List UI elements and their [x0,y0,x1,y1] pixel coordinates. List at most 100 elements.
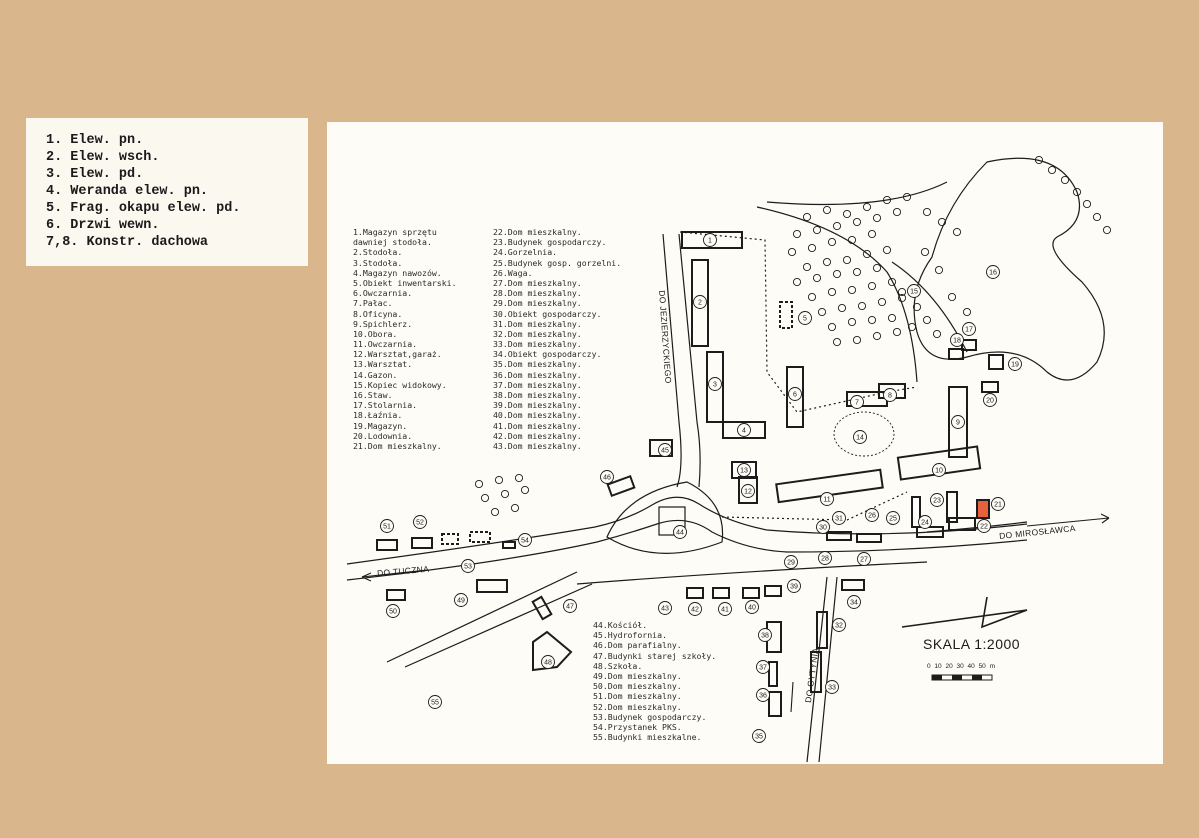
building-number-marker: 19 [1008,357,1022,371]
marker-circle [991,497,1005,511]
scale-bar-segment [972,675,982,680]
legend-entry: 54.Przystanek PKS. [593,721,682,732]
legend-entry: 1.Magazyn sprzętu [353,227,437,237]
legend-entry: 20.Lodownia. [353,430,413,441]
tree-symbol [827,237,837,247]
tree-symbol [837,303,847,313]
building-number-marker: 44 [673,525,687,539]
marker-circle [413,515,427,529]
building-number-marker: 6 [788,387,802,401]
marker-circle [962,322,976,336]
park-path [756,206,918,383]
building-32 [816,611,828,649]
road-south-west [386,571,578,663]
tree-symbol [812,273,822,283]
building-25 [916,526,944,538]
building-number-marker: 52 [413,515,427,529]
building-number-marker: 30 [816,520,830,534]
marker-circle [708,377,722,391]
marker-circle [756,688,770,702]
tree-symbol [947,292,957,302]
tree-symbol [872,263,882,273]
legend-column-1: 1.Magazyn sprzętu dawniej stodoła. 2.Sto… [353,227,457,451]
marker-circle [983,393,997,407]
tree-symbol [480,493,490,503]
marker-number: 15 [910,289,918,296]
tree-symbol [1047,165,1057,175]
marker-number: 43 [661,606,669,613]
marker-number: 9 [956,420,960,427]
marker-circle [784,555,798,569]
marker-circle [380,519,394,533]
marker-circle [930,493,944,507]
legend-entry: 21.Dom mieszkalny. [353,440,442,451]
building-number-marker: 40 [745,600,759,614]
building-number-marker: 22 [977,519,991,533]
marker-number: 51 [383,524,391,531]
legend-entry: 27.Dom mieszkalny. [493,277,582,288]
marker-number: 36 [759,693,767,700]
legend-entry: 40.Dom mieszkalny. [493,410,582,421]
legend-entry: 9.Spichlerz. [353,318,413,329]
marker-circle [850,395,864,409]
legend-entry: 26.Waga. [493,267,533,278]
building-19 [988,354,1004,370]
marker-circle [832,618,846,632]
legend-entry: 10.Obora. [353,328,398,339]
building-number-marker: 3 [708,377,722,391]
tree-symbol [847,285,857,295]
tree-symbol [832,269,842,279]
marker-number: 24 [921,520,929,527]
marker-circle [688,602,702,616]
tree-symbol [510,503,520,513]
scale-title: SKALA 1:2000 [923,636,1021,652]
marker-number: 50 [389,609,397,616]
tree-symbol [802,262,812,272]
tree-symbol [827,287,837,297]
building-number-marker: 32 [832,618,846,632]
tree-symbol [1034,155,1044,165]
marker-number: 38 [761,633,769,640]
caption-line: 6. Drzwi wewn. [46,218,160,233]
tree-symbol [852,267,862,277]
tree-symbol [842,209,852,219]
tree-symbol [1060,175,1070,185]
scale-tick-labels: 0 10 20 30 40 50 m [927,663,996,670]
building-number-marker: 26 [865,508,879,522]
building-13 [731,461,757,479]
legend-entry: 39.Dom mieszkalny. [493,400,582,411]
building-number-marker: 51 [380,519,394,533]
marker-number: 11 [823,497,830,504]
north-arrow-shaft [901,609,1028,628]
caption-line: 4. Weranda elew. pn. [46,184,209,199]
building-3 [706,351,724,423]
marker-circle [977,519,991,533]
road-south-west [404,583,593,668]
boundary-line [679,231,918,413]
building-36b [768,691,782,717]
tree-symbol [892,207,902,217]
building-9 [948,386,968,458]
legend-entry: 44.Kościół. [593,620,648,630]
caption-line: 2. Elew. wsch. [46,150,160,165]
marker-circle [883,388,897,402]
marker-number: 39 [790,584,798,591]
tree-symbol [490,507,500,517]
marker-number: 16 [989,270,997,277]
marker-number: 32 [835,623,843,630]
legend-entry: 37.Dom mieszkalny. [493,379,582,390]
marker-circle [787,579,801,593]
legend-entry: 36.Dom mieszkalny. [493,369,582,380]
building-number-marker: 1 [703,233,717,247]
building-number-marker: 5 [798,311,812,325]
boundary-line [721,491,908,521]
building-number-marker: 23 [930,493,944,507]
building-36 [810,651,822,693]
tree-symbol [1072,187,1082,197]
building-number-marker: 27 [857,552,871,566]
building-6 [786,366,804,428]
marker-number: 18 [953,338,961,345]
marker-circle [658,443,672,457]
road-gytynia [818,576,838,763]
marker-circle [737,463,751,477]
